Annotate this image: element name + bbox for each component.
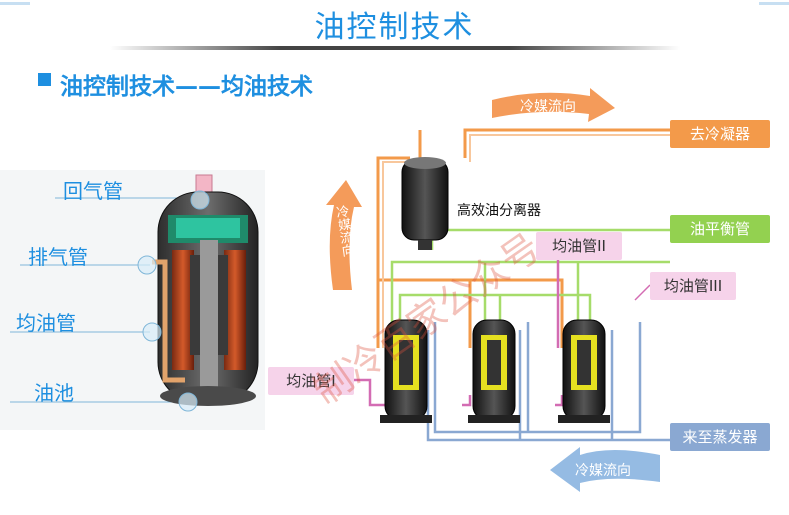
label-oil-sump: 油池	[34, 381, 74, 405]
label-oil-tube-1: 均油管I	[268, 367, 354, 395]
discharge-line-light	[382, 134, 670, 348]
compressor-3	[558, 319, 610, 423]
compressor-2	[468, 319, 520, 423]
flow-arrow-left	[326, 180, 362, 290]
flow-text-bottom: 冷媒流向	[575, 463, 631, 479]
label-oil-balance-tube: 油平衡管	[670, 215, 770, 243]
flow-text-top: 冷媒流向	[520, 99, 576, 115]
bullet-square-icon	[38, 73, 51, 86]
flow-arrow-bottom	[550, 447, 660, 492]
label-oil-separator: 高效油分离器	[455, 200, 543, 220]
corner-rule-right	[759, 2, 789, 5]
label-oil-equalizing: 均油管	[16, 311, 76, 335]
label-oil-tube-2: 均油管II	[536, 232, 622, 260]
oil-separator	[401, 157, 449, 250]
label-from-evaporator: 来至蒸发器	[670, 423, 770, 451]
compressor-1	[380, 319, 432, 423]
section-subtitle: 油控制技术——均油技术	[60, 74, 313, 100]
label-oil-tube-3: 均油管III	[650, 272, 736, 300]
page-title: 油控制技术	[314, 10, 475, 45]
label-to-condenser: 去冷凝器	[670, 120, 770, 148]
label-discharge: 排气管	[28, 245, 88, 269]
flow-arrow-top	[492, 88, 615, 122]
corner-rule-left	[0, 2, 30, 5]
label-return-gas: 回气管	[63, 179, 123, 203]
cutaway-compressor	[0, 170, 265, 430]
suction-line	[426, 322, 670, 442]
title-divider	[110, 46, 680, 50]
